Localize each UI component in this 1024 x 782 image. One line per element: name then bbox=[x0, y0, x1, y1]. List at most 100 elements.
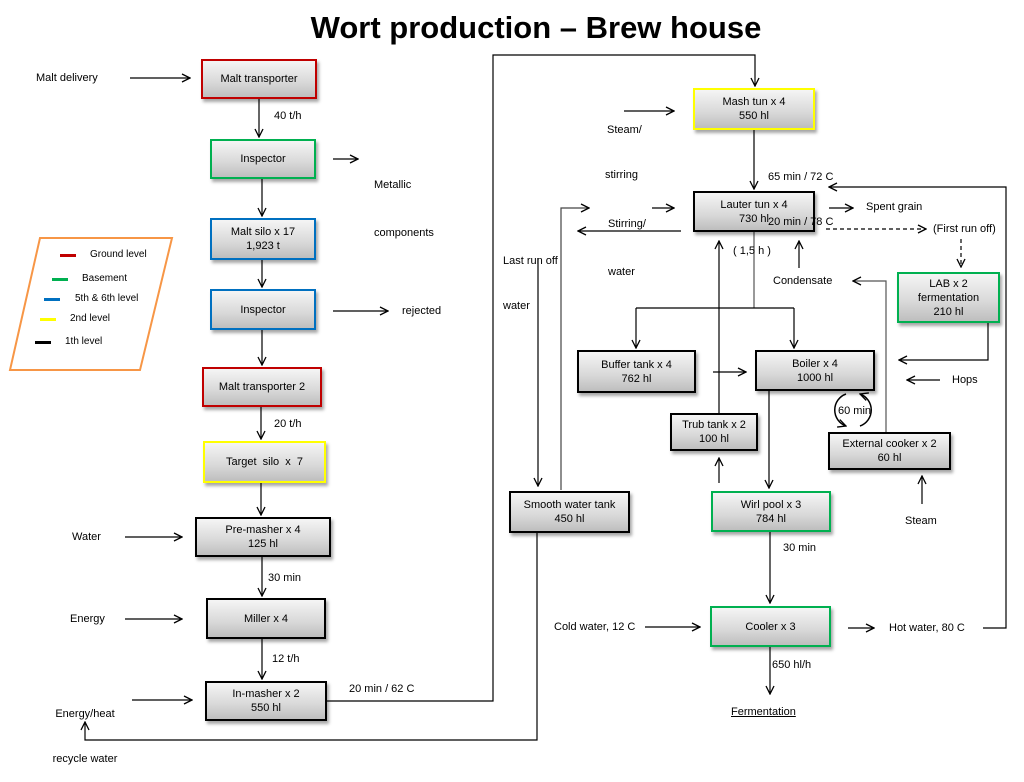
label-boil-time: 60 min bbox=[838, 405, 872, 417]
label-inmash-condition: 20 min / 62 C bbox=[349, 683, 415, 695]
label-spent-grain: Spent grain bbox=[866, 201, 923, 213]
cycle-arrow-left-icon bbox=[834, 393, 846, 426]
node-label: Inspector bbox=[240, 153, 286, 165]
label-cold-water: Cold water, 12 C bbox=[554, 621, 636, 633]
node-label: Cooler x 3 bbox=[745, 620, 796, 633]
node-label: Lauter tun x 4 bbox=[720, 198, 788, 211]
line-smooth-tank-to-energy-heat bbox=[85, 533, 538, 741]
node-capacity: 762 hl bbox=[621, 372, 652, 385]
trub-tank-node: Trub tank x 2 100 hl bbox=[670, 413, 758, 451]
label-rate-20: 20 t/h bbox=[274, 418, 302, 430]
label-lauter-time: ( 1,5 h ) bbox=[733, 245, 771, 257]
malt-transporter-node: Malt transporter bbox=[201, 59, 317, 99]
label-last-run-off-water: Last run off water bbox=[503, 224, 558, 329]
node-label: Malt transporter 2 bbox=[218, 381, 306, 393]
legend-label-2nd-level: 2nd level bbox=[70, 313, 111, 324]
label-steam: Steam bbox=[905, 515, 937, 527]
node-label: Mash tun x 4 bbox=[722, 96, 786, 108]
node-capacity: 210 hl bbox=[933, 305, 964, 318]
label-hot-water: Hot water, 80 C bbox=[889, 622, 965, 634]
label-line: 20 min / 78 C bbox=[768, 216, 834, 228]
legend-swatch-1th-level bbox=[35, 341, 51, 344]
label-line: Energy/heat bbox=[55, 708, 115, 720]
node-label: External cooker x 2 bbox=[842, 438, 937, 450]
label-line: recycle water bbox=[52, 753, 118, 765]
lab-fermentation-node: LAB x 2 fermentation 210 hl bbox=[897, 272, 1000, 323]
label-whirlpool-time: 30 min bbox=[783, 542, 817, 554]
label-line: Steam/ bbox=[607, 124, 642, 136]
node-label: Boiler x 4 bbox=[792, 357, 838, 370]
node-label: LAB x 2 bbox=[929, 277, 968, 290]
node-capacity: 550 hl bbox=[739, 110, 769, 122]
cooler-node: Cooler x 3 bbox=[710, 606, 831, 647]
label-energy-heat-recycle-water: Energy/heat recycle water bbox=[40, 677, 130, 782]
node-capacity: 100 hl bbox=[699, 433, 729, 445]
legend-swatch-2nd-level bbox=[40, 318, 56, 321]
label-cooler-rate: 650 hl/h bbox=[772, 659, 812, 671]
node-capacity: 784 hl bbox=[756, 512, 786, 525]
buffer-tank-node: Buffer tank x 4 762 hl bbox=[577, 350, 696, 393]
label-premash-time: 30 min bbox=[268, 572, 302, 584]
node-label: In-masher x 2 bbox=[232, 688, 300, 700]
legend-label-basement: Basement bbox=[82, 273, 128, 284]
node-label: Malt transporter bbox=[220, 73, 298, 85]
label-hops: Hops bbox=[952, 374, 978, 386]
label-water: Water bbox=[72, 531, 101, 543]
line-in-masher-to-mash-tun bbox=[327, 54, 755, 702]
line-hot-water-to-lauter-tun bbox=[829, 187, 1007, 629]
label-line: Stirring/ bbox=[608, 218, 646, 230]
label-rate-40: 40 t/h bbox=[274, 110, 302, 122]
wirl-pool-node: Wirl pool x 3 784 hl bbox=[711, 491, 831, 532]
lauter-tun-node: Lauter tun x 4 730 hl bbox=[693, 191, 815, 232]
label-line: water bbox=[503, 300, 530, 312]
label-first-run-off: (First run off) bbox=[933, 223, 996, 235]
node-label: Wirl pool x 3 bbox=[740, 498, 802, 511]
label-rejected: rejected bbox=[402, 305, 442, 317]
label-stirring-water: Stirring/ water bbox=[608, 184, 646, 296]
target-silo-node: Target silo x 7 bbox=[203, 441, 326, 483]
node-label: Malt silo x 17 bbox=[230, 226, 296, 238]
malt-transporter-2-node: Malt transporter 2 bbox=[202, 367, 322, 407]
label-line: water bbox=[608, 266, 635, 278]
legend-label-ground-level: Ground level bbox=[90, 249, 147, 260]
node-capacity: 730 hl bbox=[739, 212, 769, 225]
external-cooker-node: External cooker x 2 60 hl bbox=[828, 432, 951, 470]
label-line: Last run off bbox=[503, 255, 558, 267]
node-label: Miller x 4 bbox=[243, 612, 288, 625]
miller-node: Miller x 4 bbox=[206, 598, 326, 639]
node-label: Trub tank x 2 bbox=[682, 419, 746, 431]
label-line: 65 min / 72 C bbox=[768, 171, 834, 183]
label-fermentation: Fermentation bbox=[731, 706, 796, 718]
node-capacity: 1,923 t bbox=[246, 240, 280, 252]
label-steam-stirring: Steam/ stirring bbox=[605, 93, 642, 198]
cycle-arrow-right-icon bbox=[860, 394, 872, 427]
node-capacity: 125 hl bbox=[248, 538, 278, 550]
line-lab-to-boiler bbox=[899, 323, 989, 360]
legend-swatch-basement bbox=[52, 278, 68, 281]
label-line: Metallic bbox=[374, 179, 412, 191]
node-capacity: 450 hl bbox=[554, 513, 585, 525]
malt-silo-node: Malt silo x 17 1,923 t bbox=[210, 218, 316, 260]
diagram-title: Wort production – Brew house bbox=[310, 10, 762, 45]
label-mash-conditions: 65 min / 72 C 20 min / 78 C bbox=[768, 140, 833, 245]
label-energy: Energy bbox=[70, 613, 105, 625]
in-masher-node: In-masher x 2 550 hl bbox=[205, 681, 327, 721]
node-capacity: 1000 hl bbox=[796, 371, 834, 384]
inspector-node-1: Inspector bbox=[210, 139, 316, 179]
legend-frame bbox=[8, 237, 174, 371]
node-label: Smooth water tank bbox=[523, 499, 616, 511]
line-external-cooker-to-condensate bbox=[853, 281, 887, 432]
node-label: Inspector bbox=[240, 303, 286, 316]
node-label: Pre-masher x 4 bbox=[225, 524, 301, 536]
legend-swatch-5th-6th-level bbox=[44, 298, 60, 301]
label-line: components bbox=[374, 227, 434, 239]
legend-label-1th-level: 1th level bbox=[65, 336, 103, 347]
pre-masher-node: Pre-masher x 4 125 hl bbox=[195, 517, 331, 557]
label-condensate: Condensate bbox=[773, 275, 833, 287]
mash-tun-node: Mash tun x 4 550 hl bbox=[693, 88, 815, 130]
legend-swatch-ground-level bbox=[60, 254, 76, 257]
node-label-2: fermentation bbox=[917, 291, 980, 304]
node-capacity: 60 hl bbox=[877, 452, 902, 464]
smooth-water-tank-node: Smooth water tank 450 hl bbox=[509, 491, 630, 533]
node-label: Buffer tank x 4 bbox=[601, 358, 672, 371]
